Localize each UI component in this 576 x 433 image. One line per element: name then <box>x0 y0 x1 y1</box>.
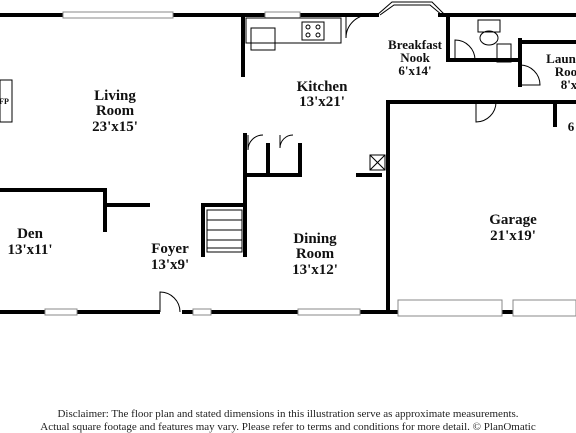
stove-burner <box>315 32 321 38</box>
front-door-swing <box>159 291 181 313</box>
laundry-door-swing <box>519 64 541 86</box>
foyer-label: Foyer <box>151 241 189 257</box>
den-label: Den <box>17 226 43 242</box>
kitchen-counter <box>245 17 342 44</box>
living-room-label: Living <box>94 88 136 104</box>
den-size: 13'x11' <box>7 242 52 258</box>
breakfast-nook-label: Nook <box>400 50 430 65</box>
kitchen-sink <box>250 27 276 51</box>
partial-room-label: 6 <box>568 119 575 134</box>
dining-window <box>297 308 361 316</box>
pantry-door-swing <box>279 134 294 149</box>
breakfast-nook-size: 6'x14' <box>398 63 431 78</box>
kitchen-label: Kitchen <box>297 79 348 95</box>
dining-room-label: Dining <box>293 231 337 247</box>
garage-size: 21'x19' <box>490 228 536 244</box>
toilet-tank <box>477 19 501 33</box>
bath-door-swing <box>454 39 476 61</box>
bath-sink <box>496 43 512 63</box>
laundry-room-label: Roo <box>555 64 576 79</box>
foyer-size: 13'x9' <box>151 257 189 273</box>
fireplace <box>0 79 13 123</box>
living-room-window <box>62 11 174 19</box>
breakfast-nook-label: Breakfast <box>388 37 443 52</box>
den-window <box>44 308 78 316</box>
bay-window-inner <box>379 4 443 16</box>
disclaimer-line-2: Actual square footage and features may v… <box>40 421 536 433</box>
pantry-door-swing <box>247 134 264 151</box>
bay-window <box>376 1 446 16</box>
kitchen-size: 13'x21' <box>299 94 345 110</box>
attic-access-x <box>369 154 386 171</box>
laundry-room-size: 8'x <box>561 77 576 92</box>
stove-burner <box>305 24 311 30</box>
front-door-opening <box>160 309 182 315</box>
laundry-room-label: Laun <box>546 51 576 66</box>
foyer-window <box>192 308 212 316</box>
fireplace-label: FP <box>0 97 9 106</box>
garage-door-2 <box>512 299 576 317</box>
disclaimer-line-1: Disclaimer: The floor plan and stated di… <box>57 408 519 420</box>
dining-room-label: Room <box>296 246 335 262</box>
dining-room-size: 13'x12' <box>292 262 338 278</box>
attic-access <box>369 154 386 171</box>
garage-door-swing <box>475 101 497 123</box>
stairs <box>206 209 243 253</box>
stove-burner <box>315 24 321 30</box>
garage-door-1 <box>397 299 503 317</box>
living-room-size: 23'x15' <box>92 119 138 135</box>
garage-label: Garage <box>489 212 537 228</box>
nook-door-swing <box>345 14 370 39</box>
stove-burner <box>305 32 311 38</box>
kitchen-window <box>264 11 301 19</box>
living-room-label: Room <box>96 103 135 119</box>
kitchen-stove <box>301 21 325 41</box>
toilet-bowl <box>479 30 499 46</box>
